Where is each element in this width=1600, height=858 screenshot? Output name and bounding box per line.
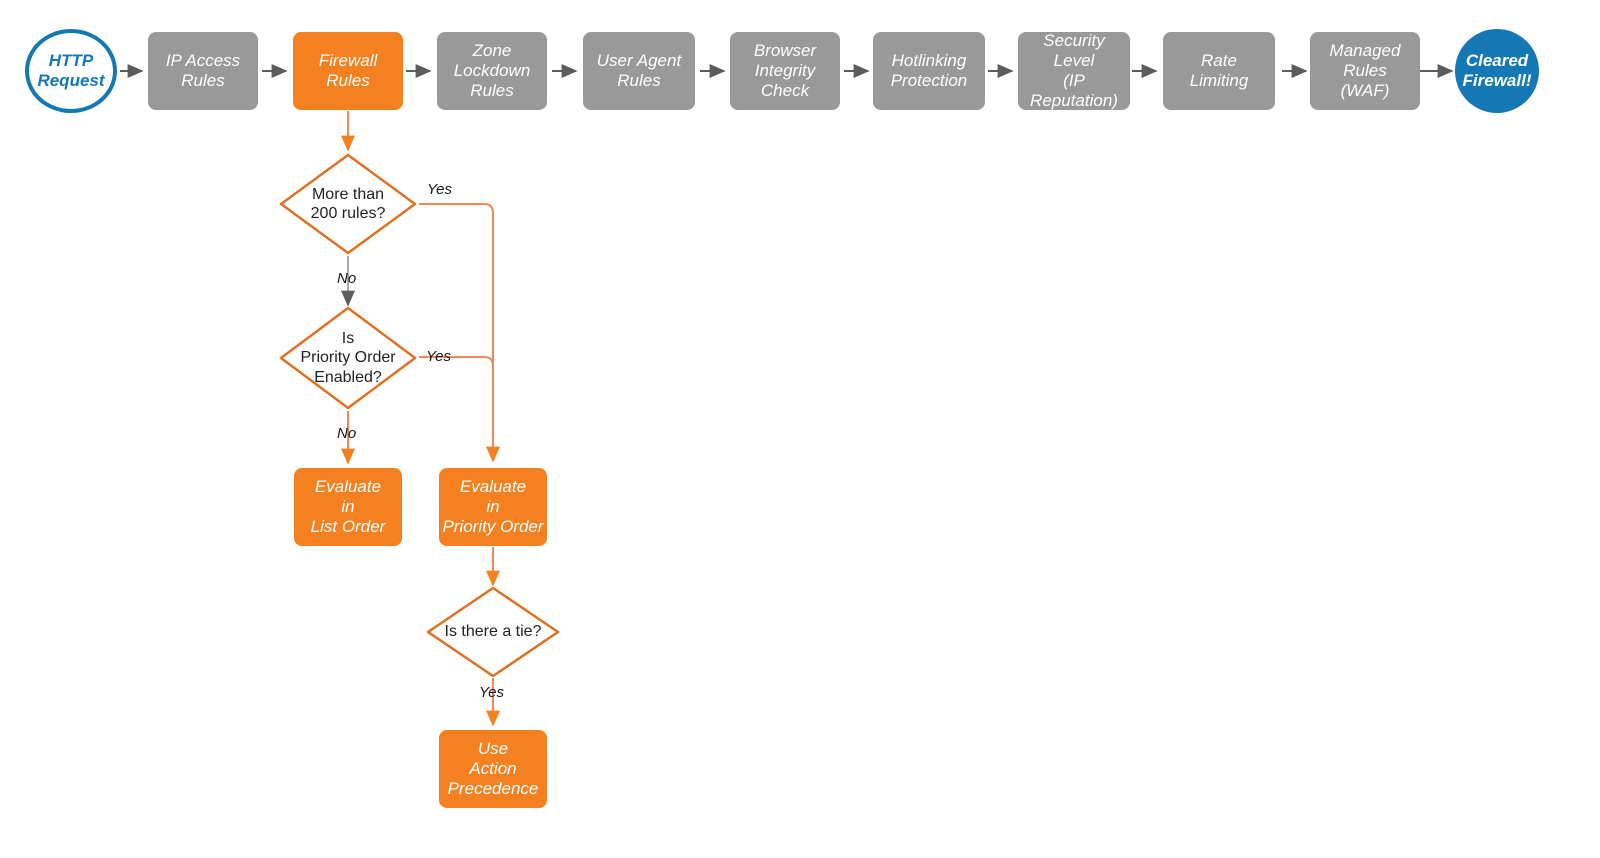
node-managed-rules-waf[interactable]: Managed Rules (WAF) bbox=[1310, 32, 1420, 110]
node-zone-lockdown-rules-label: Zone Lockdown Rules bbox=[453, 40, 531, 101]
decision-is-there-a-tie[interactable]: Is there a tie? bbox=[425, 585, 561, 679]
edge-label-priority-enabled-no: No bbox=[337, 425, 357, 442]
node-zone-lockdown-rules[interactable]: Zone Lockdown Rules bbox=[437, 32, 547, 110]
node-managed-rules-waf-label: Managed Rules (WAF) bbox=[1329, 40, 1401, 101]
node-cleared-firewall[interactable]: Cleared Firewall! bbox=[1455, 29, 1539, 113]
node-hotlinking-protection-label: Hotlinking Protection bbox=[890, 50, 968, 90]
node-http-request-label: HTTP Request bbox=[37, 50, 105, 90]
node-evaluate-in-list-order[interactable]: Evaluate in List Order bbox=[294, 468, 402, 546]
diamond-shape-icon bbox=[279, 153, 417, 255]
diamond-shape-icon bbox=[279, 306, 417, 410]
node-ip-access-rules[interactable]: IP Access Rules bbox=[148, 32, 258, 110]
decision-is-there-a-tie-label: Is there a tie? bbox=[444, 623, 542, 641]
node-firewall-rules[interactable]: Firewall Rules bbox=[293, 32, 403, 110]
node-security-level-label: Security Level (IP Reputation) bbox=[1030, 30, 1118, 111]
node-evaluate-in-priority-order-label: Evaluate in Priority Order bbox=[442, 476, 544, 537]
decision-more-than-200-rules-label: More than 200 rules? bbox=[310, 185, 386, 222]
node-use-action-precedence[interactable]: Use Action Precedence bbox=[439, 730, 547, 808]
decision-more-than-200-rules[interactable]: More than 200 rules? bbox=[278, 152, 418, 256]
node-ip-access-rules-label: IP Access Rules bbox=[165, 50, 241, 90]
node-security-level[interactable]: Security Level (IP Reputation) bbox=[1018, 30, 1130, 111]
decision-is-priority-order-enabled[interactable]: Is Priority Order Enabled? bbox=[278, 305, 418, 411]
edge-label-more-rules-no: No bbox=[337, 270, 357, 287]
node-http-request[interactable]: HTTP Request bbox=[25, 29, 117, 113]
edge-label-priority-enabled-yes: Yes bbox=[426, 348, 452, 365]
node-browser-integrity-check-label: Browser Integrity Check bbox=[753, 40, 817, 101]
node-evaluate-in-list-order-label: Evaluate in List Order bbox=[310, 476, 386, 537]
node-hotlinking-protection[interactable]: Hotlinking Protection bbox=[873, 32, 985, 110]
node-user-agent-rules-label: User Agent Rules bbox=[596, 50, 682, 90]
edge-label-more-rules-yes: Yes bbox=[427, 181, 453, 198]
node-use-action-precedence-label: Use Action Precedence bbox=[447, 738, 539, 799]
diamond-shape-icon bbox=[426, 586, 560, 678]
decision-is-priority-order-enabled-label: Is Priority Order Enabled? bbox=[300, 330, 396, 386]
node-rate-limiting-label: Rate Limiting bbox=[1189, 50, 1249, 90]
node-browser-integrity-check[interactable]: Browser Integrity Check bbox=[730, 32, 840, 110]
node-rate-limiting[interactable]: Rate Limiting bbox=[1163, 32, 1275, 110]
node-evaluate-in-priority-order[interactable]: Evaluate in Priority Order bbox=[439, 468, 547, 546]
node-user-agent-rules[interactable]: User Agent Rules bbox=[583, 32, 695, 110]
node-cleared-firewall-label: Cleared Firewall! bbox=[1462, 50, 1532, 90]
edge-label-tie-yes: Yes bbox=[479, 684, 505, 701]
node-firewall-rules-label: Firewall Rules bbox=[318, 50, 378, 90]
